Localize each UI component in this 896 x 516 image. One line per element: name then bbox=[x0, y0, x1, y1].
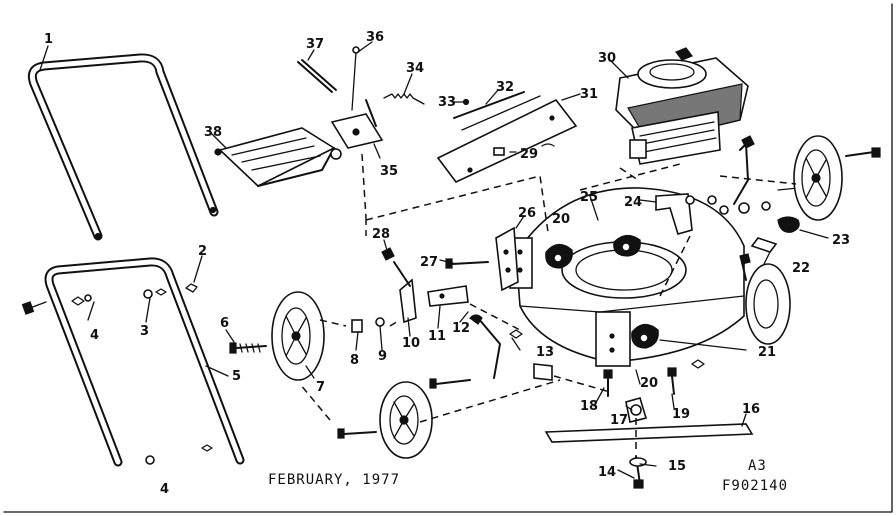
callout-28: 28 bbox=[372, 227, 390, 242]
callout-31: 31 bbox=[580, 87, 598, 102]
callout-32: 32 bbox=[496, 80, 514, 95]
callout-15: 15 bbox=[668, 459, 686, 474]
callout-16: 16 bbox=[742, 402, 760, 417]
front-bracket-hardware bbox=[381, 226, 519, 292]
handle-hardware bbox=[21, 283, 213, 465]
upper-handle bbox=[27, 53, 219, 241]
assembly-guide-lines bbox=[299, 153, 797, 454]
sheet-label: A3 bbox=[748, 458, 767, 474]
callout-18: 18 bbox=[580, 399, 598, 414]
callout-19: 19 bbox=[672, 407, 690, 422]
throttle-bracket bbox=[330, 46, 384, 149]
callout-12: 12 bbox=[452, 321, 470, 336]
callout-7: 7 bbox=[316, 380, 325, 395]
rear-wheel-deck bbox=[739, 253, 791, 345]
callout-1: 1 bbox=[44, 32, 53, 47]
callout-25: 25 bbox=[580, 190, 598, 205]
rear-bracket bbox=[655, 135, 799, 235]
callout-36: 36 bbox=[366, 30, 384, 45]
border-line bbox=[3, 3, 893, 513]
deflector-rod bbox=[297, 59, 337, 93]
part-code: F902140 bbox=[722, 478, 788, 494]
callout-3: 3 bbox=[140, 324, 149, 339]
handle-bolt bbox=[229, 342, 267, 354]
axle-hardware bbox=[351, 278, 553, 389]
callout-35: 35 bbox=[380, 164, 398, 179]
rear-wheel-parts bbox=[750, 216, 800, 253]
diagram-date: FEBRUARY, 1977 bbox=[268, 472, 400, 488]
callout-5: 5 bbox=[232, 369, 241, 384]
lower-handle bbox=[44, 257, 245, 467]
callout-38: 38 bbox=[204, 125, 222, 140]
callout-4-lower: 4 bbox=[160, 482, 169, 497]
control-plate bbox=[436, 91, 578, 183]
callout-11: 11 bbox=[428, 329, 446, 344]
callout-22: 22 bbox=[792, 261, 810, 276]
callout-13: 13 bbox=[536, 345, 554, 360]
rear-wheel-right bbox=[793, 135, 881, 221]
callout-30: 30 bbox=[598, 51, 616, 66]
callout-37: 37 bbox=[306, 37, 324, 52]
callout-33: 33 bbox=[438, 95, 456, 110]
callout-14: 14 bbox=[598, 465, 616, 480]
callout-20-lower: 20 bbox=[640, 376, 658, 391]
callout-23: 23 bbox=[832, 233, 850, 248]
callout-2: 2 bbox=[198, 244, 207, 259]
callout-4: 4 bbox=[90, 328, 99, 343]
callout-17: 17 bbox=[610, 413, 628, 428]
callout-21: 21 bbox=[758, 345, 776, 360]
callout-34: 34 bbox=[406, 61, 424, 76]
callout-20: 20 bbox=[552, 212, 570, 227]
callout-10: 10 bbox=[402, 336, 420, 351]
control-spring bbox=[383, 93, 425, 105]
blade-assembly bbox=[544, 359, 754, 489]
callout-24: 24 bbox=[624, 195, 642, 210]
callout-9: 9 bbox=[378, 349, 387, 364]
callout-6: 6 bbox=[220, 316, 229, 331]
front-wheel bbox=[271, 291, 325, 381]
engine bbox=[615, 47, 749, 165]
callout-29: 29 bbox=[520, 147, 538, 162]
callout-27: 27 bbox=[420, 255, 438, 270]
grass-deflector bbox=[214, 127, 342, 187]
callout-8: 8 bbox=[350, 353, 359, 368]
wheel-height-adjuster bbox=[545, 234, 659, 349]
callout-26: 26 bbox=[518, 206, 536, 221]
callout-labels: 1 2 3 4 4 5 6 7 8 9 10 11 12 13 14 15 16… bbox=[44, 30, 850, 497]
callout-leaders bbox=[39, 41, 829, 479]
front-wheel-lower bbox=[337, 381, 433, 459]
